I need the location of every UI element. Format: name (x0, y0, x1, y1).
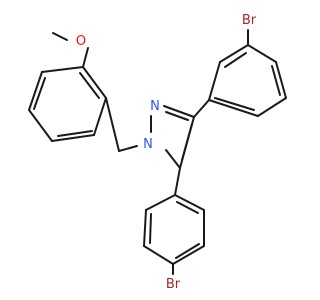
methoxy-group (52, 32, 89, 68)
nitrogen-label-n2: N (150, 99, 160, 114)
oxygen-label: O (76, 34, 86, 49)
bromine-label-top: Br (242, 13, 257, 28)
molecule-canvas: O N N Br Br (28, 13, 287, 292)
methoxyphenyl-ring (28, 66, 107, 142)
upper-bromophenyl-ring (193, 29, 287, 118)
nitrogen-label-n1: N (143, 137, 153, 152)
pyrazole-ring (150, 105, 195, 169)
structure-drawing: O N N Br Br (28, 13, 287, 292)
bromine-label-bottom: Br (166, 277, 181, 292)
methylene-linker (105, 97, 138, 152)
lower-bromophenyl-ring (143, 167, 205, 275)
